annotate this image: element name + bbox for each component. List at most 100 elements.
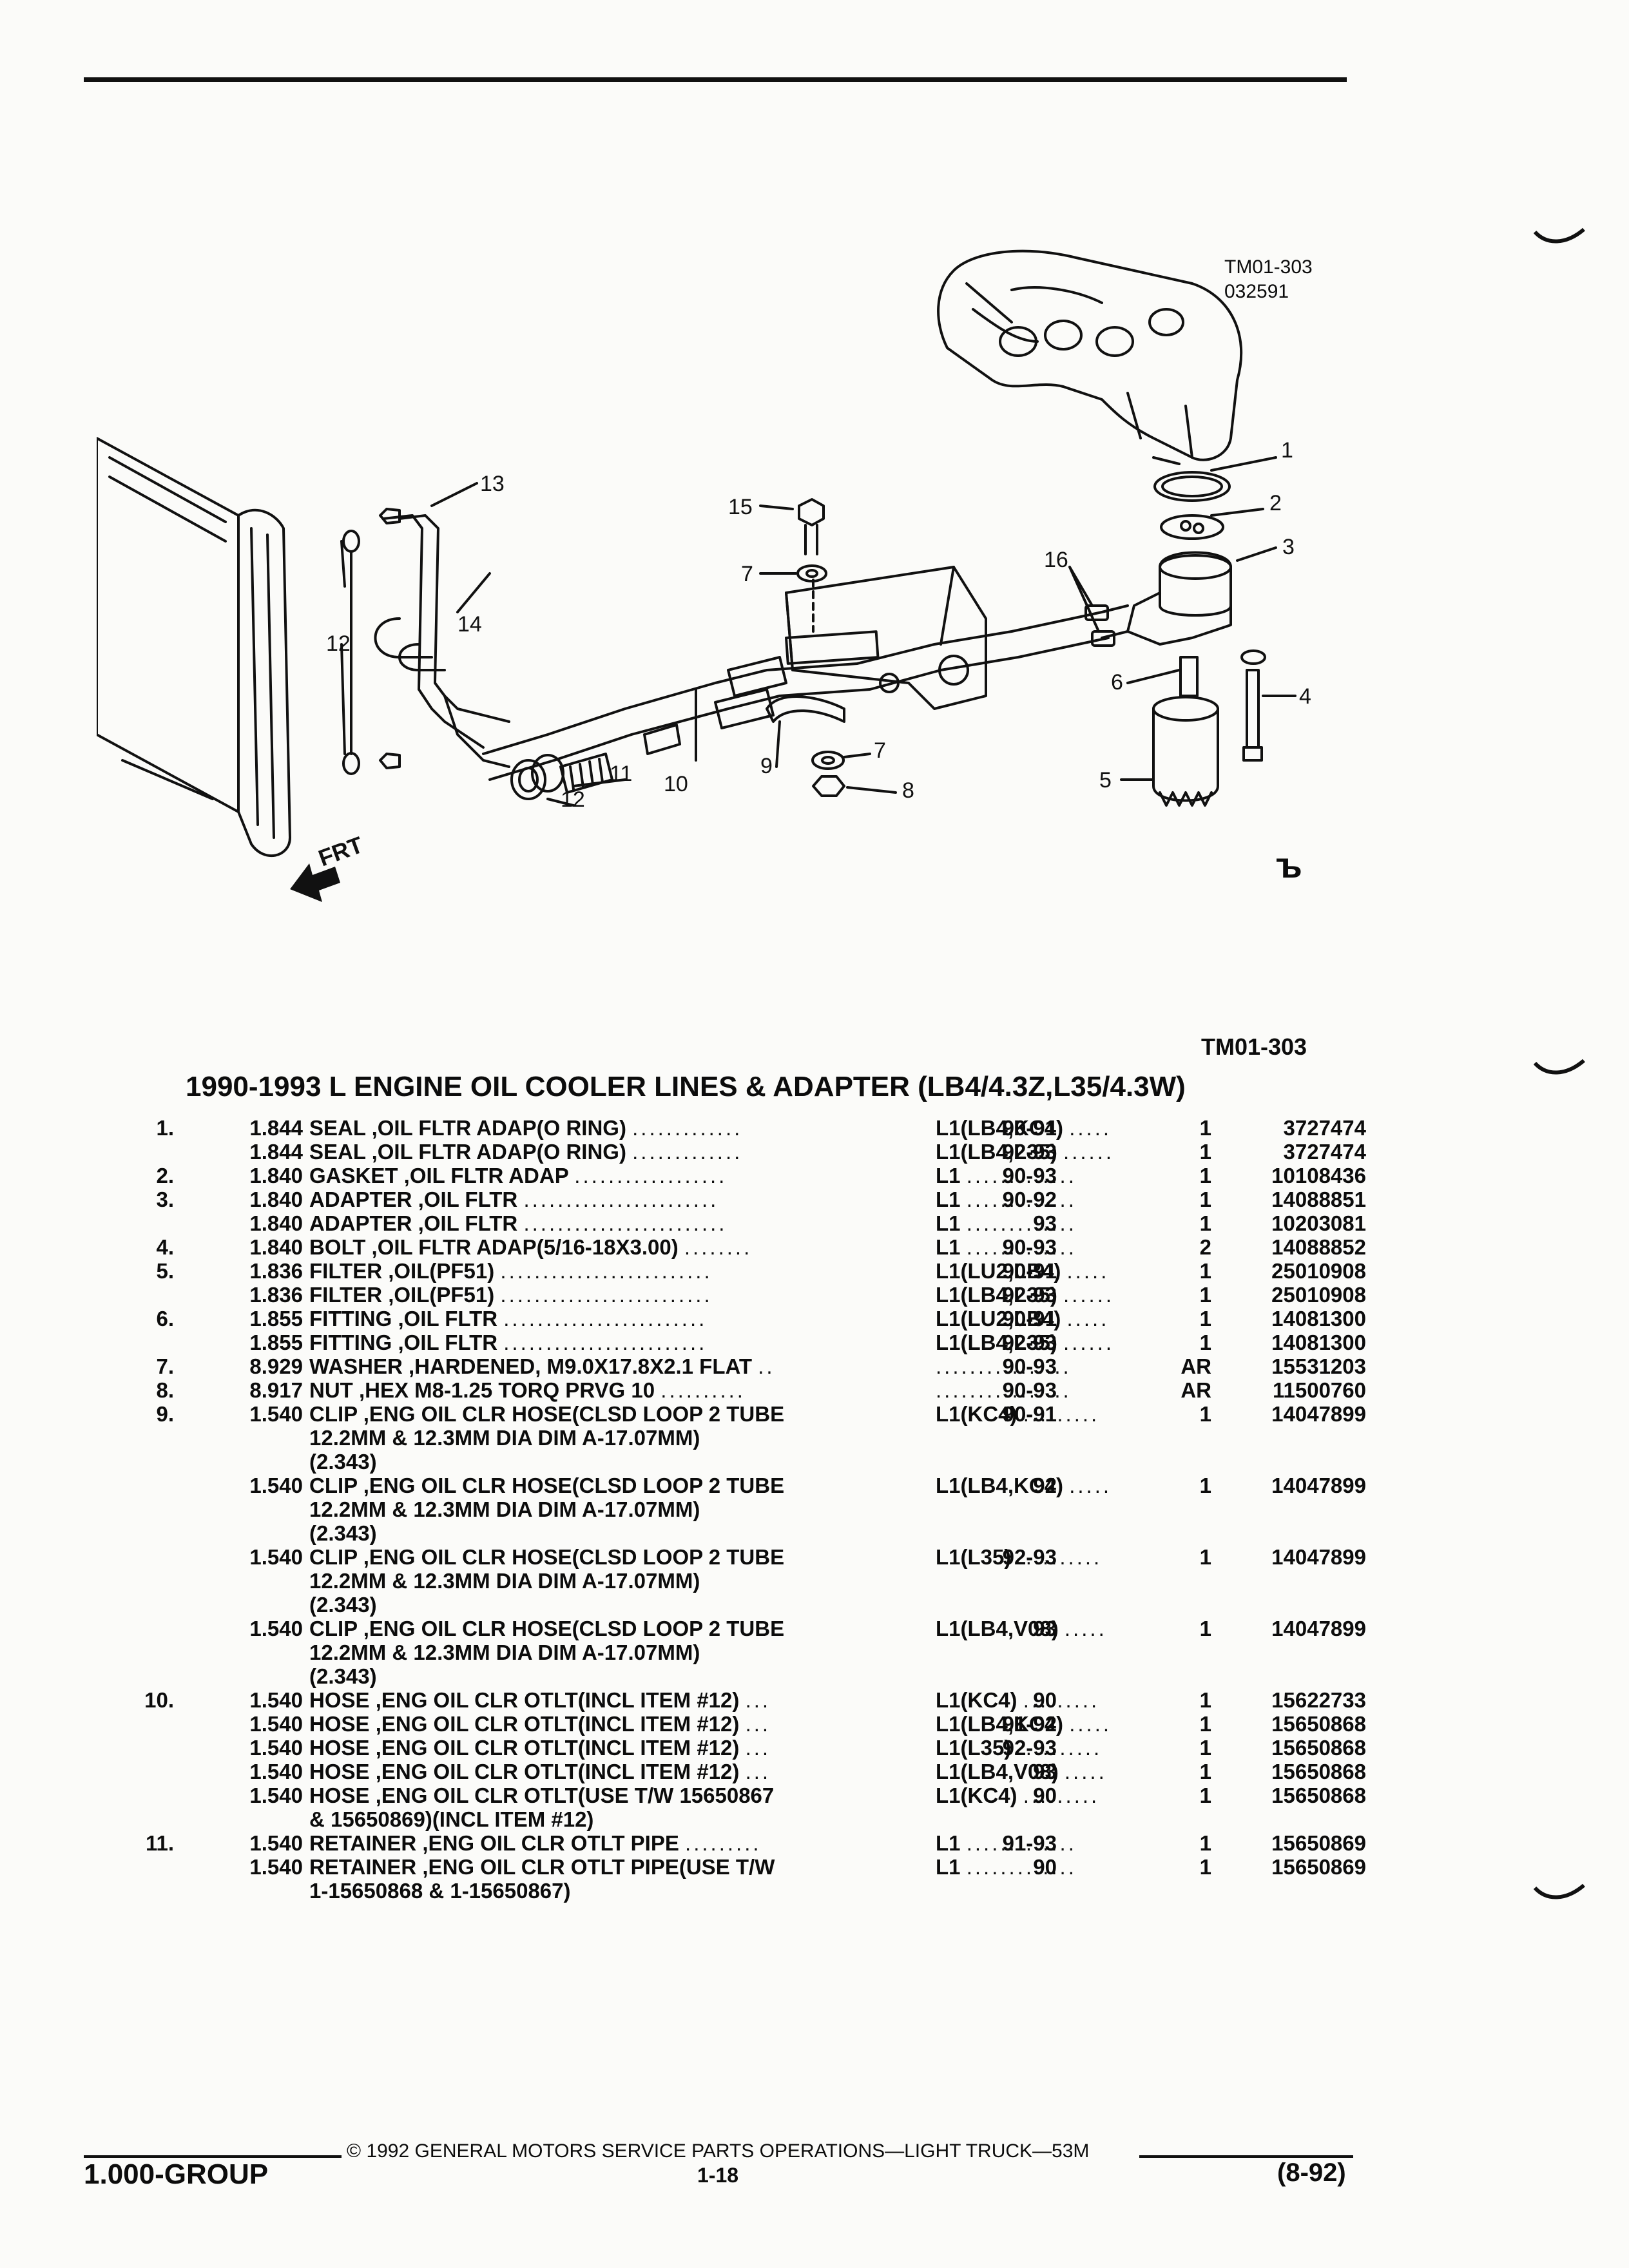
part-number: 15650868 (1224, 1760, 1366, 1783)
part-row: 12.2MM & 12.3MM DIA DIM A-17.07MM) (129, 1426, 1366, 1450)
part-group-number-text: 1.836 (249, 1283, 303, 1307)
part-engine-text: L1 (936, 1164, 961, 1187)
part-description: 12.2MM & 12.3MM DIA DIM A-17.07MM) (309, 1497, 973, 1521)
part-quantity: 1 (1160, 1402, 1211, 1426)
part-engine-leader-dots: ............. (966, 1164, 1077, 1187)
gm-symbol: ъ (1276, 845, 1302, 885)
part-description: HOSE ,ENG OIL CLR OTLT(INCL ITEM #12) ..… (309, 1712, 973, 1736)
part-number-text: 15650868 (1271, 1783, 1366, 1807)
part-years: 92-93 (851, 1331, 1057, 1354)
part-years: 90-93 (851, 1164, 1057, 1187)
diagram-ref-date: 032591 (1224, 281, 1289, 302)
part-years: 93 (851, 1760, 1057, 1783)
part-group-number: 1.540 (213, 1783, 303, 1807)
part-item-number-text: 5. (156, 1259, 174, 1283)
part-engine-text: L1 (936, 1211, 961, 1235)
part-description: 1-15650868 & 1-15650867) (309, 1879, 973, 1903)
part-number-text: 15650869 (1271, 1831, 1366, 1855)
part-engine-leader-dots: ...... (1063, 1140, 1115, 1164)
callout-11: 11 (610, 762, 632, 786)
part-group-number: 1.840 (213, 1164, 303, 1187)
part-years-text: 93 (1033, 1617, 1057, 1640)
part-description: GASKET ,OIL FLTR ADAP .................. (309, 1164, 973, 1187)
part-description: HOSE ,ENG OIL CLR OTLT(INCL ITEM #12) ..… (309, 1760, 973, 1783)
part-row: (2.343) (129, 1521, 1366, 1545)
part-years-text: 92-93 (1002, 1283, 1057, 1307)
part-engine: L1 ............. (936, 1187, 1168, 1211)
part-years-text: 91-92 (1002, 1712, 1057, 1736)
part-quantity: 1 (1160, 1831, 1211, 1855)
part-description-text: NUT ,HEX M8-1.25 TORQ PRVG 10 (309, 1378, 655, 1402)
callout-10: 10 (664, 772, 688, 796)
part-row: (2.343) (129, 1450, 1366, 1474)
part-row: & 15650869)(INCL ITEM #12) (129, 1807, 1366, 1831)
part-number: 15650869 (1224, 1831, 1366, 1855)
part-quantity: 1 (1160, 1164, 1211, 1187)
part-number: 10203081 (1224, 1211, 1366, 1235)
part-group-number: 1.540 (213, 1855, 303, 1879)
part-number: 3727474 (1224, 1140, 1366, 1164)
part-years-text: 90 (1033, 1783, 1057, 1807)
callout-7a: 7 (741, 562, 753, 586)
part-engine-leader-dots: ............. (966, 1831, 1077, 1855)
part-engine-leader-dots: ..... (1066, 1307, 1110, 1331)
callout-7b: 7 (874, 738, 886, 763)
part-group-number: 8.929 (213, 1354, 303, 1378)
part-years: 90 (851, 1688, 1057, 1712)
part-engine: L1(LU2,LB4) ..... (936, 1307, 1168, 1331)
part-description-leader-dots: ............. (632, 1140, 743, 1164)
part-description-text: (2.343) (309, 1664, 377, 1688)
part-description-text: RETAINER ,ENG OIL CLR OTLT PIPE (309, 1831, 679, 1855)
section-ref-code: TM01-303 (1201, 1033, 1307, 1060)
part-quantity: 1 (1160, 1474, 1211, 1497)
part-engine-leader-dots: ......... (1023, 1402, 1100, 1426)
footer-copyright: © 1992 GENERAL MOTORS SERVICE PARTS OPER… (347, 2140, 1090, 2162)
part-number: 25010908 (1224, 1259, 1366, 1283)
part-years-text: 92-93 (1002, 1331, 1057, 1354)
callout-3: 3 (1282, 535, 1295, 559)
part-years-text: 92 (1033, 1474, 1057, 1497)
part-group-number: 1.540 (213, 1736, 303, 1760)
part-years: 90-91 (851, 1116, 1057, 1140)
part-description: (2.343) (309, 1450, 973, 1474)
page-title: 1990-1993 L ENGINE OIL COOLER LINES & AD… (186, 1071, 1186, 1102)
part-years-text: 90-93 (1002, 1378, 1057, 1402)
front-arrow-icon (290, 863, 340, 902)
part-quantity-text: 1 (1199, 1688, 1211, 1712)
part-quantity: 1 (1160, 1140, 1211, 1164)
part-number-text: 14047899 (1271, 1617, 1366, 1640)
part-description-leader-dots: ........................ (503, 1331, 708, 1354)
part-quantity: AR (1160, 1354, 1211, 1378)
part-engine: L1(KC4) ......... (936, 1402, 1168, 1426)
part-years: 92-93 (851, 1545, 1057, 1569)
part-description-text: HOSE ,ENG OIL CLR OTLT(USE T/W 15650867 (309, 1783, 775, 1807)
part-number: 14088851 (1224, 1187, 1366, 1211)
part-description: NUT ,HEX M8-1.25 TORQ PRVG 10 .......... (309, 1378, 973, 1402)
part-years: 92-93 (851, 1736, 1057, 1760)
part-description-leader-dots: ... (745, 1736, 771, 1760)
scan-mark-3 (1534, 1883, 1585, 1899)
part-quantity-text: 1 (1199, 1712, 1211, 1736)
part-description: RETAINER ,ENG OIL CLR OTLT PIPE ........… (309, 1831, 973, 1855)
part-description: RETAINER ,ENG OIL CLR OTLT PIPE(USE T/W (309, 1855, 973, 1879)
part-number-text: 25010908 (1271, 1283, 1366, 1307)
part-description-leader-dots: ... (745, 1688, 771, 1712)
part-item-number: 8. (129, 1378, 174, 1402)
part-years-text: 90-93 (1002, 1164, 1057, 1187)
diagram-ref-code: TM01-303 (1224, 256, 1313, 278)
part-group-number-text: 1.540 (249, 1736, 303, 1760)
part-number: 14081300 (1224, 1331, 1366, 1354)
diagram-reference: TM01-303 032591 (1224, 255, 1313, 304)
part-description-text: FILTER ,OIL(PF51) (309, 1283, 495, 1307)
part-group-number: 1.540 (213, 1688, 303, 1712)
part-number-text: 14081300 (1271, 1331, 1366, 1354)
